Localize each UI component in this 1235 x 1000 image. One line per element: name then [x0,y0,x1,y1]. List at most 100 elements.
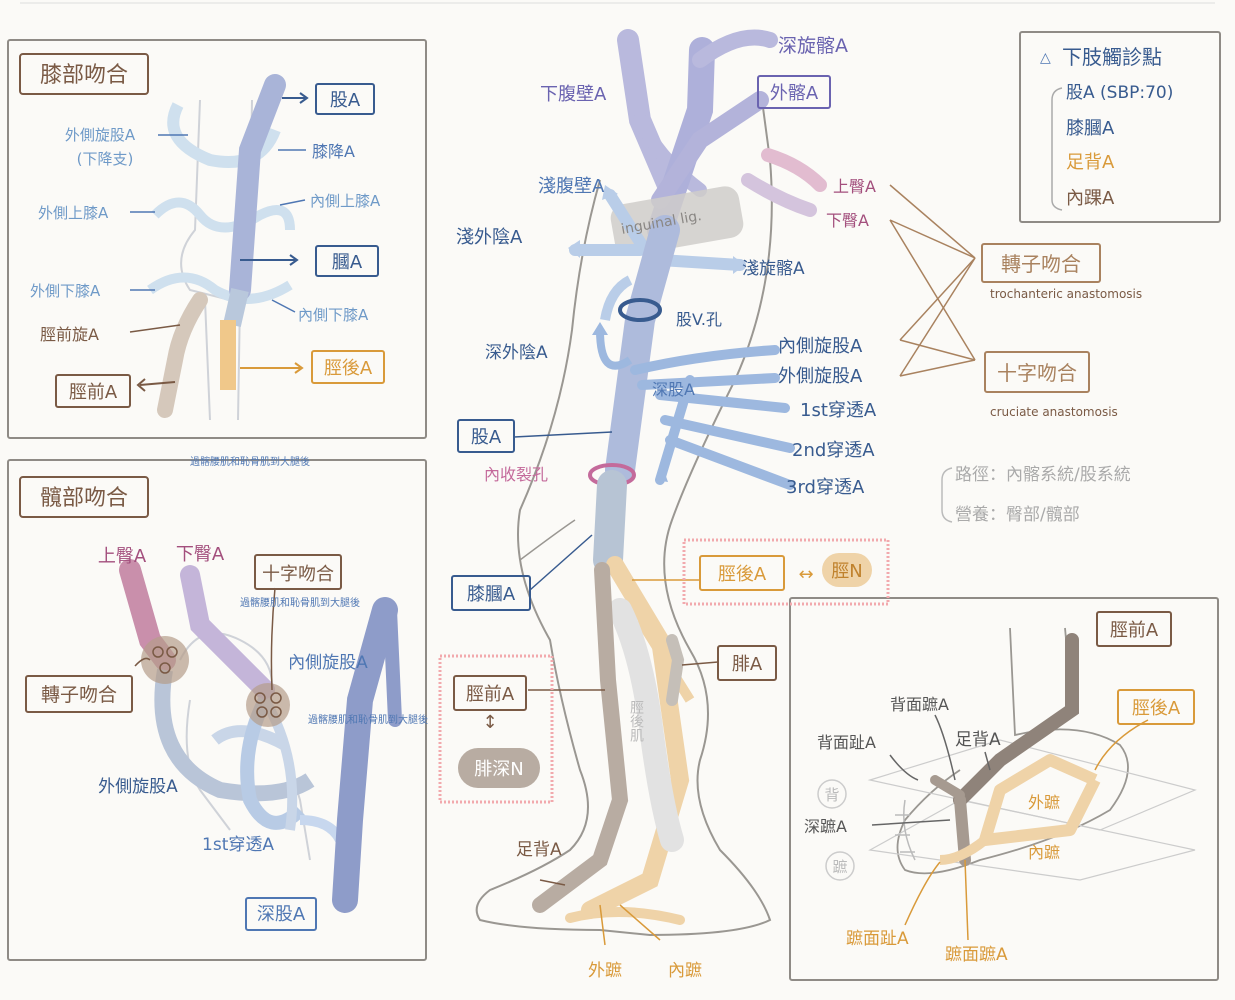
hip-cruciate-box [254,554,342,590]
knee-post-tib-label: 脛後A [324,358,373,379]
knee-femoral-box [315,83,375,115]
foot-lat-plantar-label: 外蹠 [1028,793,1060,812]
main-tibial-n-label: 脛N [831,561,862,582]
knee-post-tib-box [311,350,385,384]
hip-panel [7,459,427,961]
knee-title-box [19,53,149,95]
main-deep-fem-label: 深股A [652,380,695,399]
main-perf2-label: 2nd穿透A [792,440,875,461]
main-nutrition-label: 營養：臀部/髖部 [955,505,1080,525]
knee-ant-tib-box [55,374,131,408]
hip-med-circ-label: 內側旋股A [288,653,368,673]
main-troch-en: trochanteric anastomosis [990,287,1142,301]
foot-plantar-label: 蹠 [832,858,847,876]
main-cruciate-title: 十字吻合 [997,361,1077,385]
main-tibial-n-pill [822,553,872,587]
main-peroneal-box [717,645,777,681]
knee-popliteal-label: 膕A [332,252,363,273]
main-deep-peroneal-n-pill [458,748,540,788]
main-femoral-ring-label: 股V.孔 [676,310,722,329]
foot-dorsal-label: 背 [824,786,839,804]
main-post-tib-label: 脛後A [718,564,767,585]
foot-plantar-digital-label: 蹠面趾A [846,929,909,949]
main-sup-ext-pudendal-label: 淺外陰A [456,227,523,248]
hip-lat-circ-label: 外側旋股A [98,777,178,797]
main-femoral-box [457,419,515,453]
hip-first-perf-label: 1st穿透A [202,835,274,855]
pulse-title: 下肢觸診點 [1062,45,1162,69]
main-deep-circ-iliac-label: 深旋髂A [778,35,848,57]
main-lat-plantar-label: 外蹠 [588,961,622,981]
foot-dorsal-metatarsal-label: 背面蹠A [890,695,949,714]
foot-dorsalis-pedis-label: 足背A [955,730,1001,750]
main-post-tib-box [699,555,785,591]
main-peroneal-label: 腓A [732,654,763,675]
main-adductor-hiatus-label: 內收裂孔 [484,465,548,484]
hip-title: 髖部吻合 [40,486,128,511]
main-med-circ-label: 內側旋股A [778,336,863,357]
main-dorsalis-pedis-label: 足背A [516,840,562,860]
main-sup-circ-iliac-label: 淺旋髂A [742,259,805,279]
hip-deep-fem-box [245,897,317,931]
knee-lat-sup-genic-label: 外側上膝A [38,204,109,222]
main-ext-iliac-box [757,75,831,109]
main-deep-peroneal-n-label: 腓深N [474,759,523,780]
pulse-femoral-label: 股A (SBP:70) [1066,83,1173,103]
hip-troch-box [25,675,133,713]
main-femoral-label: 股A [471,427,502,448]
hip-inf-glut-label: 下臀A [176,544,225,565]
hip-deep-fem-label: 深股A [257,904,306,925]
main-perf3-label: 3rd穿透A [786,477,865,498]
hip-note-mid: 過髂腰肌和恥骨肌到大腿後 [240,596,360,609]
knee-title: 膝部吻合 [40,63,128,88]
main-route-label: 路徑：內髂系統/股系統 [955,465,1131,485]
main-inf-glut-label: 下臀A [826,211,869,230]
main-troch-title: 轉子吻合 [1001,252,1081,276]
hip-sup-glut-label: 上臀A [98,546,147,567]
knee-popliteal-box [315,245,379,277]
knee-lat-circ-label: 外側旋股A [65,126,136,144]
knee-ant-tib-label: 脛前A [69,382,118,403]
hip-note-top: 過髂腰肌和恥骨肌到大腿後 [190,455,310,468]
main-cruciate-box [984,351,1090,393]
knee-lat-inf-genic-label: 外側下膝A [30,282,101,300]
main-inf-epigastric-label: 下腹壁A [540,84,607,105]
foot-plantar-circle [825,851,855,881]
pulse-panel [1019,31,1221,223]
foot-med-plantar-label: 內蹠 [1028,843,1060,862]
pulse-bracket [1051,87,1063,211]
foot-plantar-metatarsal-label: 蹠面蹠A [945,945,1008,965]
main-perf1-label: 1st穿透A [800,400,877,421]
main-deep-ext-pudendal-label: 深外陰A [485,343,548,363]
hip-troch-label: 轉子吻合 [41,684,117,706]
hip-title-box [19,476,149,518]
foot-post-tib-label: 脛後A [1132,698,1181,719]
pulse-dorsalis-label: 足背A [1066,152,1115,173]
main-sup-epigastric-label: 淺腹壁A [538,176,605,197]
foot-diagram [867,627,1197,941]
foot-post-tib-box [1117,689,1195,725]
foot-dorsal-digital-label: 背面趾A [817,733,876,752]
knee-femoral-label: 股A [330,90,361,111]
foot-panel [789,597,1219,981]
main-diagram [475,29,976,946]
hip-note-right: 過髂腰肌和恥骨肌到大腿後 [308,713,428,726]
knee-ant-tib-recur-label: 脛前旋A [40,325,99,344]
knee-lat-circ-sub: (下降支) [77,150,134,168]
knee-diagram [129,74,309,421]
main-ant-tib-box [453,675,527,711]
main-lat-circ-label: 外側旋股A [778,366,863,387]
main-popliteal-box [451,575,531,611]
bidirectional-arrow-icon: ↔ [798,564,813,585]
post-tib-highlight [682,538,890,606]
main-cruciate-en: cruciate anastomosis [990,405,1118,419]
foot-dorsal-circle [817,779,847,809]
foot-ant-tib-label: 脛前A [1110,620,1159,641]
hip-diagram [119,559,402,913]
vertical-arrow-icon: ↕ [482,712,497,733]
main-ext-iliac-label: 外髂A [770,83,819,104]
main-ant-tib-label: 脛前A [466,684,515,705]
triangle-icon: △ [1040,50,1051,66]
foot-deep-plantar-label: 深蹠A [804,817,847,836]
